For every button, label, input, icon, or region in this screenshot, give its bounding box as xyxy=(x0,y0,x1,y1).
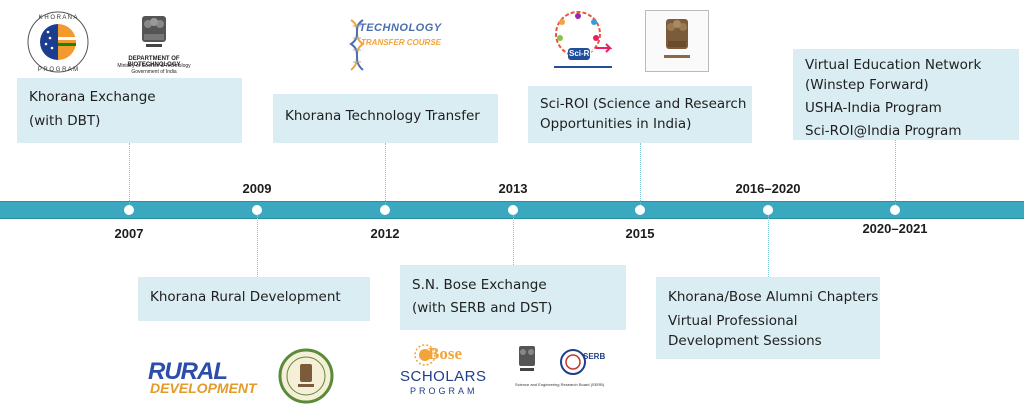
year-label-2007: 2007 xyxy=(114,226,144,241)
event-sci-roi: Sci-ROI (Science and Research Opportunit… xyxy=(528,86,752,143)
connector-2012 xyxy=(385,143,386,205)
connector-2007 xyxy=(129,143,130,205)
event-line: (with SERB and DST) xyxy=(412,300,553,316)
sun-icon xyxy=(414,344,436,366)
event-bose-exchange: S.N. Bose Exchange (with SERB and DST) xyxy=(400,265,626,330)
technology-transfer-logo: TECHNOLOGY TRANSFER COURSE xyxy=(345,18,445,72)
rural-development-logo: RURAL DEVELOPMENT xyxy=(148,358,257,402)
event-khorana-exchange: Khorana Exchange (with DBT) xyxy=(17,78,242,143)
timeline-dot-2016-2020 xyxy=(763,205,773,215)
year-label-2012: 2012 xyxy=(370,226,400,241)
serb-mark-icon xyxy=(560,349,586,375)
serb-logo: SERB Science and Engineering Research Bo… xyxy=(515,344,615,404)
bose-scholars-logo: Bose SCHOLARS PROGRAM xyxy=(400,344,492,404)
timeline-dot-2015 xyxy=(635,205,645,215)
khorana-program-logo: K H O R A N A P R O G R A M xyxy=(26,10,90,74)
emblem-icon xyxy=(519,346,535,371)
dbt-logo-line3: Government of India xyxy=(131,69,177,75)
svg-text:P R O G R A M: P R O G R A M xyxy=(38,67,78,73)
ministry-seal-logo xyxy=(278,348,334,404)
timeline-dot-2009 xyxy=(252,205,262,215)
event-line: Khorana/Bose Alumni Chapters xyxy=(668,289,879,305)
event-line: Khorana Rural Development xyxy=(150,289,341,305)
year-label-2016-2020: 2016–2020 xyxy=(735,181,801,196)
event-line: (with DBT) xyxy=(29,113,101,129)
year-label-2015: 2015 xyxy=(625,226,655,241)
event-alumni-chapters: Khorana/Bose Alumni Chapters Virtual Pro… xyxy=(656,277,880,359)
connector-2015 xyxy=(640,143,641,205)
dbt-logo-line1: DEPARTMENT OF BIOTECHNOLOGY xyxy=(127,56,181,68)
event-line: (Winstep Forward) xyxy=(805,77,929,93)
year-label-2009: 2009 xyxy=(242,181,272,196)
national-emblem-logo xyxy=(645,10,709,72)
timeline-dot-2012 xyxy=(380,205,390,215)
timeline-dot-2020-2021 xyxy=(890,205,900,215)
dbt-logo-line2: Ministry of Science & Technology xyxy=(117,63,191,69)
serb-logo-name: SERB xyxy=(583,352,606,361)
event-line: S.N. Bose Exchange xyxy=(412,277,547,293)
rural-development-logo-line1: RURAL xyxy=(148,358,228,385)
connector-2013 xyxy=(513,215,514,265)
event-line: Virtual Education Network xyxy=(805,57,982,73)
technology-transfer-logo-line1: TECHNOLOGY xyxy=(359,22,442,34)
event-virtual-network: Virtual Education Network (Winstep Forwa… xyxy=(793,49,1019,140)
event-line: Sci-ROI (Science and Research xyxy=(540,96,747,112)
emblem-icon xyxy=(664,19,690,58)
timeline-dot-2007 xyxy=(124,205,134,215)
timeline-dot-2013 xyxy=(508,205,518,215)
dbt-logo: DEPARTMENT OF BIOTECHNOLOGY Ministry of … xyxy=(104,12,204,76)
bose-scholars-logo-line2: SCHOLARS xyxy=(400,368,487,385)
year-label-2013: 2013 xyxy=(498,181,528,196)
emblem-icon xyxy=(142,16,166,47)
event-rural-development: Khorana Rural Development xyxy=(138,277,370,321)
serb-logo-caption: Science and Engineering Research Board (… xyxy=(515,382,605,387)
event-line: Sci-ROI@India Program xyxy=(805,123,962,139)
event-line: Opportunities in India) xyxy=(540,116,692,132)
event-technology-transfer: Khorana Technology Transfer xyxy=(273,94,498,143)
seal-icon xyxy=(278,348,334,404)
event-line: Khorana Technology Transfer xyxy=(285,108,480,124)
connector-2009 xyxy=(257,215,258,277)
lightbulb-icon xyxy=(554,11,613,68)
connector-2016-2020 xyxy=(768,215,769,277)
event-line: Development Sessions xyxy=(668,333,822,349)
svg-text:K H O R A N A: K H O R A N A xyxy=(39,15,78,21)
event-line: Virtual Professional xyxy=(668,313,798,329)
sci-roi-logo: Sci-ROI xyxy=(548,8,618,76)
rural-development-logo-line2: DEVELOPMENT xyxy=(150,380,257,396)
year-label-2020-2021: 2020–2021 xyxy=(862,221,928,236)
bose-scholars-logo-line1: Bose xyxy=(428,344,462,363)
sci-roi-logo-name: Sci-ROI xyxy=(569,49,598,58)
connector-2020-2021 xyxy=(895,140,896,205)
event-line: Khorana Exchange xyxy=(29,89,156,105)
technology-transfer-logo-line2: TRANSFER COURSE xyxy=(361,38,442,47)
bose-scholars-logo-line3: PROGRAM xyxy=(410,386,478,396)
dna-helix-icon xyxy=(349,19,365,71)
event-line: USHA-India Program xyxy=(805,100,942,116)
